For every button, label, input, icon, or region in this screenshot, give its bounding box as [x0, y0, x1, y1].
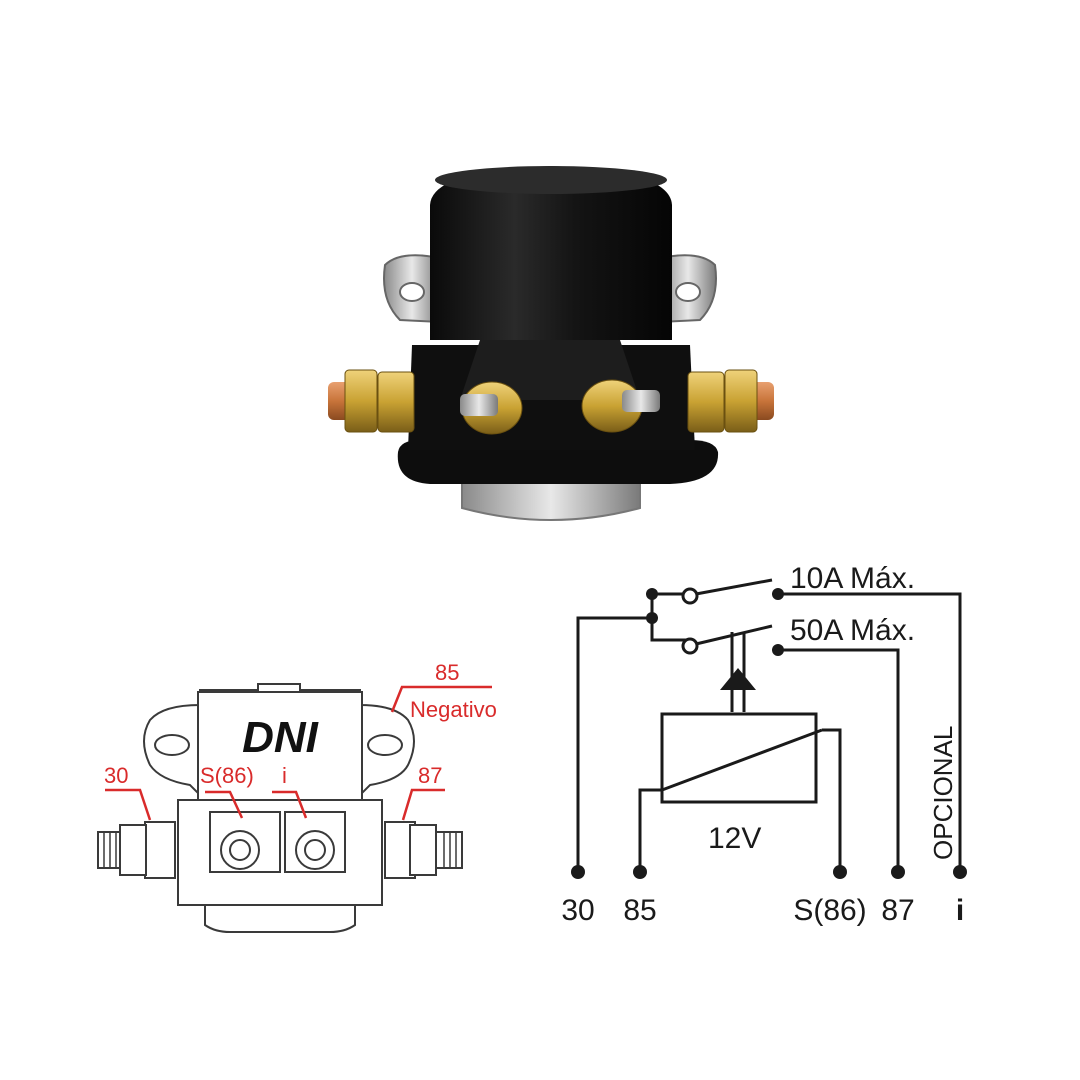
solenoid-photo: [328, 166, 774, 521]
terminal-label-s86: S(86): [793, 894, 866, 927]
terminal-dot-i: [953, 865, 967, 879]
terminal-dot-30: [571, 865, 585, 879]
label-85: 85: [435, 660, 459, 685]
terminal-dot-87: [891, 865, 905, 879]
terminal-label-i: i: [956, 894, 964, 927]
label-87: 87: [418, 763, 442, 788]
brand-logo: DNI: [242, 713, 319, 762]
wiring-schematic: [576, 578, 962, 868]
label-30: 30: [104, 763, 128, 788]
junction-dot: [772, 588, 784, 600]
terminal-layout-drawing: [97, 683, 492, 933]
contact-lower: [681, 637, 699, 655]
label-negativo: Negativo: [410, 697, 497, 722]
terminal-label-87: 87: [881, 894, 914, 927]
junction-dot: [646, 588, 658, 600]
rating-10a: 10A Máx.: [790, 562, 915, 595]
label-s86: S(86): [200, 763, 254, 788]
junction-dot: [646, 612, 658, 624]
terminal-label-30: 30: [561, 894, 594, 927]
junction-dot: [772, 644, 784, 656]
label-i: i: [282, 763, 287, 788]
terminal-label-85: 85: [623, 894, 656, 927]
terminal-dot-85: [633, 865, 647, 879]
coil-voltage: 12V: [708, 822, 761, 855]
optional-label: OPCIONAL: [928, 726, 958, 860]
rating-50a: 50A Máx.: [790, 614, 915, 647]
contact-upper: [681, 587, 699, 605]
terminal-dot-s86: [833, 865, 847, 879]
